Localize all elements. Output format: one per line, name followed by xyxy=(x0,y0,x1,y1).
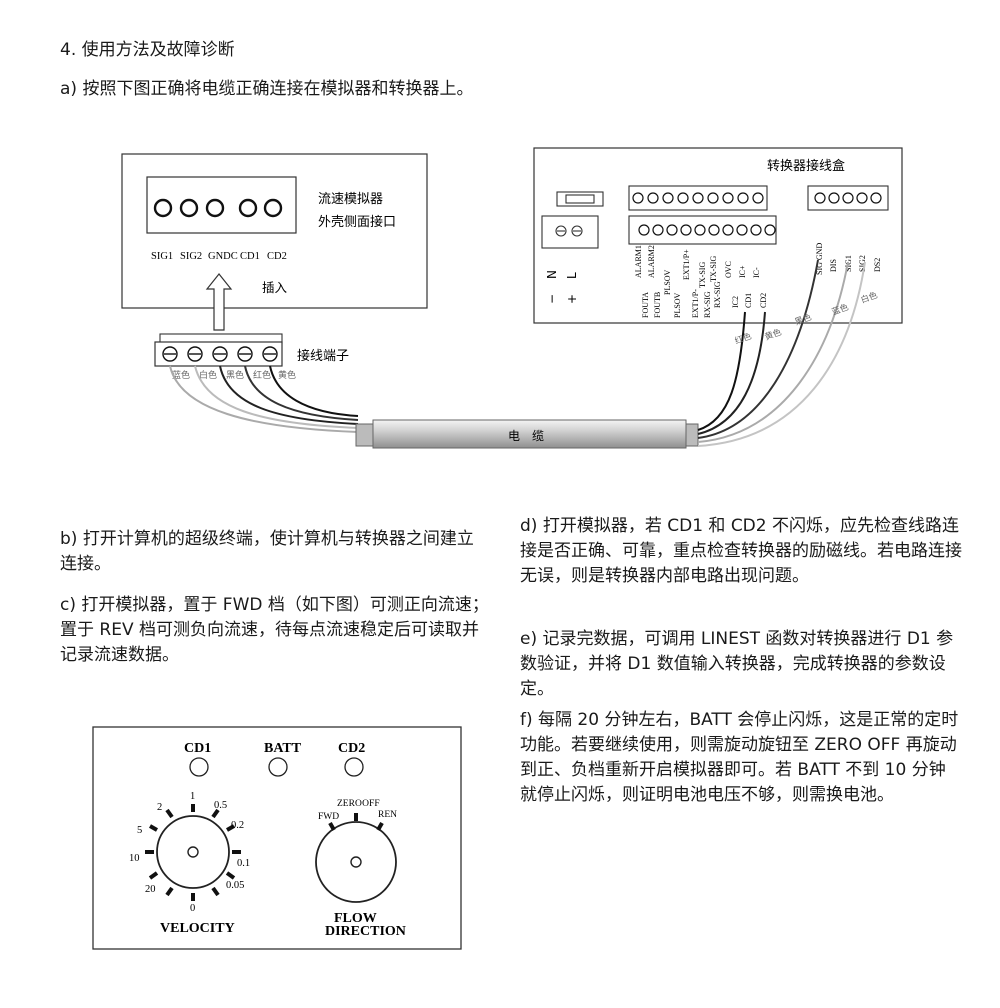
right-terminal-screws xyxy=(814,192,882,204)
label-alarm2: ALARM2 xyxy=(647,245,656,278)
label-plus: + xyxy=(565,294,579,304)
left-wires xyxy=(169,365,359,433)
batt-label: BATT xyxy=(264,741,302,756)
flow-direction-knob-center xyxy=(350,856,362,868)
simulator-pin-labels: SIG1 SIG2 GNDC CD1 CD2 xyxy=(151,251,287,262)
terminal-screws xyxy=(162,346,278,362)
velocity-scale-label: 0.5 xyxy=(214,800,227,811)
velocity-scale-label: 0.05 xyxy=(226,880,244,891)
flow-positions: FWD ZERO OFF REN xyxy=(318,799,397,822)
signal-label: CD1 xyxy=(744,293,753,308)
velocity-label: VELOCITY xyxy=(160,921,235,936)
velocity-scale-label: 0 xyxy=(190,903,195,914)
pin-cd2: CD2 xyxy=(267,251,287,262)
flow-ticks xyxy=(328,813,384,831)
signal-label: PLSOV xyxy=(673,292,682,318)
label-l: L xyxy=(565,272,579,279)
step-c-text: c) 打开模拟器，置于 FWD 档（如下图）可测正向流速；置于 REV 档可测负… xyxy=(60,595,489,665)
insert-arrow xyxy=(205,273,233,331)
signal-labels: FOUTA FOUTB PLSOV PLSOV EXT1/P+ EXT1/P- … xyxy=(641,249,768,318)
wire-color-black: 黑色 xyxy=(226,369,244,380)
batt-indicator xyxy=(268,757,288,777)
simulator-sockets xyxy=(153,198,283,218)
signal-label: OVC xyxy=(724,261,733,278)
simulator-caption-1: 流速模拟器 xyxy=(318,191,383,206)
signal-label: IC- xyxy=(752,267,761,278)
velocity-scale-label: 0.2 xyxy=(231,820,244,831)
flow-label: FLOW xyxy=(334,911,377,926)
cd1-label: CD1 xyxy=(184,741,211,756)
velocity-scale-label: 10 xyxy=(129,853,140,864)
signal-label: EXT1/P- xyxy=(691,289,700,318)
section-heading: 4. 使用方法及故障诊断 xyxy=(60,40,235,60)
right-wires xyxy=(697,259,866,447)
conv-wire-red: 红色 xyxy=(733,330,753,345)
cable-end-left xyxy=(355,423,374,447)
signal-label: PLSOV xyxy=(663,269,672,295)
signal-label: TX-SIG xyxy=(698,262,707,288)
power-terminal xyxy=(541,215,599,249)
label-alarm1: ALARM1 xyxy=(634,245,643,278)
wiring-diagram: 流速模拟器 外壳侧面接口 SIG1 SIG2 GNDC CD1 CD2 插入 接… xyxy=(121,147,903,449)
step-b-text: b) 打开计算机的超级终端，使计算机与转换器之间建立连接。 xyxy=(60,529,474,574)
signal-label: FOUTA xyxy=(641,292,650,318)
signal-label: RX-SIG xyxy=(703,291,712,318)
pin-sig2: SIG2 xyxy=(180,251,202,262)
pin-gndc: GNDC xyxy=(208,251,238,262)
step-d-text: d) 打开模拟器，若 CD1 和 CD2 不闪烁，应先检查线路连接是否正确、可靠… xyxy=(520,516,962,586)
signal-label: CD2 xyxy=(759,293,768,308)
wire-color-blue: 蓝色 xyxy=(172,369,190,380)
cd1-indicator xyxy=(189,757,209,777)
step-f-text: f) 每隔 20 分钟左右，BATT 会停止闪烁，这是正常的定时功能。若要继续使… xyxy=(520,710,959,805)
signal-label: FOUTB xyxy=(653,292,662,318)
label-sig-gnd: SIG GND xyxy=(815,243,824,275)
pin-sig1: SIG1 xyxy=(151,251,173,262)
cable-end-right xyxy=(685,423,699,447)
conv-wire-yellow: 黄色 xyxy=(763,326,783,341)
simulator-panel: CD1 BATT CD2 1 0.5 0.2 0.1 0.05 0 20 10 … xyxy=(92,726,462,950)
wire-color-white: 白色 xyxy=(199,369,217,380)
signal-label: IC+ xyxy=(738,265,747,278)
signal-strip-lower-screws xyxy=(638,224,776,236)
step-e-text: e) 记录完数据，可调用 LINEST 函数对转换器进行 D1 参数验证，并将 … xyxy=(520,629,954,699)
velocity-scale-label: 1 xyxy=(190,791,195,802)
label-n: N xyxy=(545,270,559,279)
signal-label: RX-SIG xyxy=(713,281,722,308)
signal-label: TX-SIG xyxy=(709,256,718,282)
velocity-scale-label: 20 xyxy=(145,884,156,895)
indicator-labels: CD1 BATT CD2 xyxy=(184,741,365,756)
direction-label: DIRECTION xyxy=(325,924,406,939)
signal-label: IC2 xyxy=(731,296,740,308)
step-a-text: a) 按照下图正确将电缆正确连接在模拟器和转换器上。 xyxy=(60,79,474,99)
label-ds2: DS2 xyxy=(873,258,882,272)
wire-color-yellow: 黄色 xyxy=(278,369,296,380)
velocity-knob-center xyxy=(187,846,199,858)
velocity-scale: 1 0.5 0.2 0.1 0.05 0 20 10 5 2 xyxy=(129,791,250,914)
label-sig2: SIG2 xyxy=(858,255,867,272)
signal-strip-upper-screws xyxy=(632,192,764,204)
flow-zero-off-label: ZERO OFF xyxy=(337,799,380,809)
pin-cd1: CD1 xyxy=(240,251,260,262)
power-labels: N L − + xyxy=(545,270,579,304)
velocity-scale-label: 2 xyxy=(157,802,162,813)
terminal-wire-colors: 蓝色 白色 黑色 红色 黄色 xyxy=(172,369,296,380)
terminal-label: 接线端子 xyxy=(297,348,349,363)
flow-ren-label: REN xyxy=(378,810,397,820)
wire-color-red: 红色 xyxy=(253,369,271,380)
cd2-label: CD2 xyxy=(338,741,365,756)
velocity-ticks xyxy=(145,804,241,901)
converter-title: 转换器接线盒 xyxy=(767,158,845,173)
insert-label: 插入 xyxy=(262,281,288,295)
simulator-caption-2: 外壳侧面接口 xyxy=(318,214,396,229)
label-dis: DIS xyxy=(829,259,838,272)
fuse-icon xyxy=(556,191,604,207)
signal-label: EXT1/P+ xyxy=(682,249,691,280)
label-minus: − xyxy=(545,294,559,304)
velocity-scale-label: 0.1 xyxy=(237,858,250,869)
flow-fwd-label: FWD xyxy=(318,812,339,822)
velocity-scale-label: 5 xyxy=(137,825,142,836)
cd2-indicator xyxy=(344,757,364,777)
cable-label: 电 缆 xyxy=(508,429,544,443)
signal-top-labels: ALARM1 ALARM2 xyxy=(634,245,656,278)
